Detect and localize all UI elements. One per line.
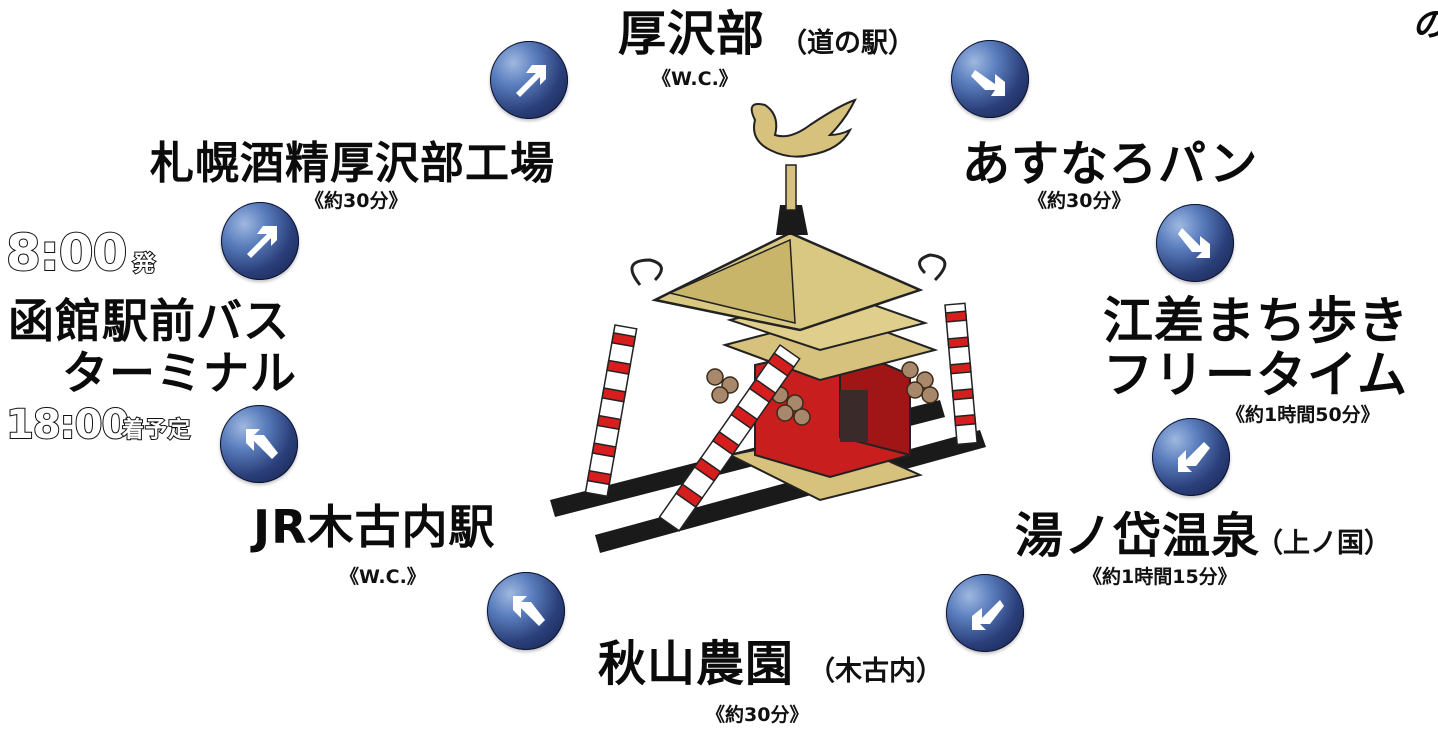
stop-asunaro-note: 《約30分》 <box>1028 190 1131 212</box>
arrow-up-left-icon <box>487 572 565 650</box>
stop-atsusabu: 厚沢部 <box>618 10 765 58</box>
arrow-down-left-icon <box>946 574 1024 652</box>
stop-atsusabu-name: 厚沢部 <box>618 6 766 62</box>
stop-kikonai: JR木古内駅 <box>253 500 496 554</box>
stop-atsusabu-paren: （道の駅） <box>780 28 915 59</box>
stop-asunaro: あすなろパン <box>962 136 1259 192</box>
arrow-up-left-icon <box>220 405 298 483</box>
stop-esashi-line1: 江差まち歩き <box>1103 292 1409 350</box>
stop-yunotai-paren: （上ノ国） <box>1256 528 1391 559</box>
ropes <box>584 302 978 532</box>
departure-suffix: 発 <box>132 252 157 277</box>
stop-yunotai-note: 《約1時間15分》 <box>1083 566 1237 588</box>
departure-place-line2: ターミナル <box>62 346 297 400</box>
stop-esashi-line2: フリータイム <box>1103 346 1408 404</box>
return-time: 18:00 <box>5 402 130 448</box>
departure-time: 8:00 <box>5 224 128 282</box>
arrow-up-right-icon <box>221 202 299 280</box>
corner-glyph: の <box>1412 8 1438 42</box>
stop-sake: 札幌酒精厚沢部工場 <box>150 138 555 189</box>
mikoshi-illustration <box>550 98 986 553</box>
phoenix <box>750 98 857 158</box>
departure-place-line1: 函館駅前バス <box>8 294 290 348</box>
stop-akiyama-note: 《約30分》 <box>706 704 809 726</box>
stop-kikonai-note: 《W.C.》 <box>340 566 426 588</box>
arrow-down-left-icon <box>1152 418 1230 496</box>
return-suffix: 着予定 <box>121 418 192 443</box>
stop-akiyama: 秋山農園 <box>598 636 795 692</box>
arrow-down-right-icon <box>1156 204 1234 282</box>
stop-atsusabu-note: 《W.C.》 <box>652 68 738 90</box>
arrow-down-right-icon <box>951 40 1029 118</box>
stop-sake-note: 《約30分》 <box>305 190 408 212</box>
arrow-up-right-icon <box>490 41 568 119</box>
stop-esashi-note: 《約1時間50分》 <box>1226 404 1380 426</box>
stop-yunotai: 湯ノ岱温泉 <box>1015 508 1261 564</box>
stop-akiyama-paren: （木古内） <box>808 656 943 687</box>
